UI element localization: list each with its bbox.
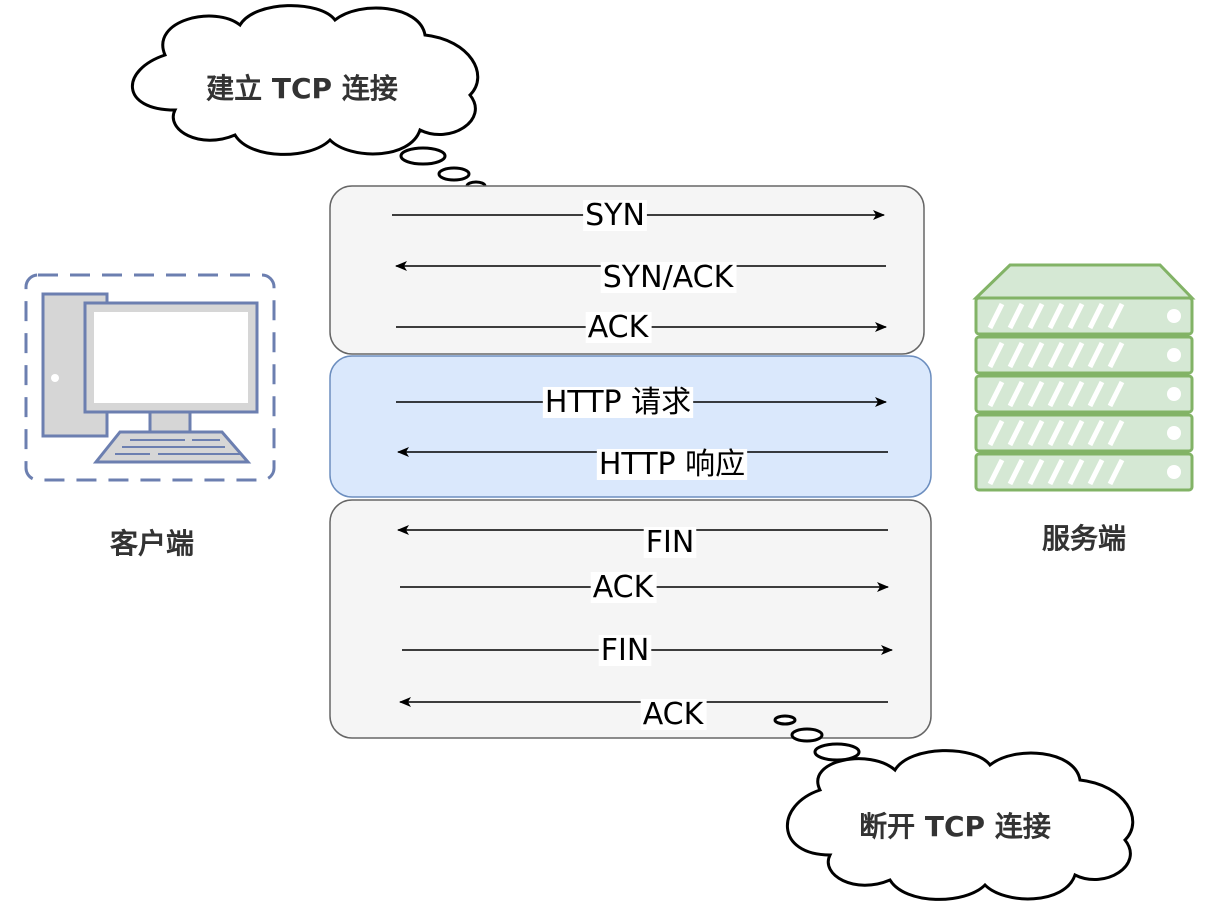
server-unit xyxy=(974,413,1194,453)
message-label: ACK xyxy=(593,570,655,605)
thought-bubble-dot xyxy=(773,714,797,726)
cloud-label-connect: 建立 TCP 连接 xyxy=(206,72,398,105)
server-led xyxy=(1167,426,1181,440)
thought-bubble-dot xyxy=(813,742,861,762)
message-label: SYN/ACK xyxy=(603,260,735,295)
message-label-background xyxy=(600,262,737,293)
message-arrows: SYN SYN/ACK ACK HTTP 请求 HTTP 响应 FIN ACK FIN ACK xyxy=(392,198,893,732)
server-rack-icon xyxy=(972,263,1196,492)
client-label: 客户端 xyxy=(110,527,194,560)
thought-cloud-bottom: 断开 TCP 连接 xyxy=(773,714,1135,901)
server-unit xyxy=(974,296,1194,336)
message-label-background xyxy=(596,449,748,480)
phase-box-teardown xyxy=(329,499,932,739)
message-label-background xyxy=(598,635,652,666)
server-led xyxy=(1167,348,1181,362)
message-label: ACK xyxy=(643,697,705,732)
server-label: 服务端 xyxy=(1042,522,1126,555)
thought-cloud-top: 建立 TCP 连接 xyxy=(131,4,487,192)
thought-bubble-dot xyxy=(437,166,471,182)
server-unit xyxy=(974,335,1194,375)
server-unit xyxy=(974,374,1194,414)
desktop-computer-icon xyxy=(24,273,276,482)
server-unit xyxy=(974,452,1194,492)
server-led xyxy=(1167,387,1181,401)
message-label: HTTP 请求 xyxy=(545,385,691,420)
thought-bubble-dot xyxy=(790,727,824,743)
message-label: HTTP 响应 xyxy=(599,447,745,482)
phase-box-http xyxy=(329,355,932,498)
message-label: FIN xyxy=(646,525,695,560)
message-label-background xyxy=(583,200,647,231)
client-dashed-frame xyxy=(24,273,276,482)
message-label-background xyxy=(590,572,657,603)
thought-bubble-dot xyxy=(399,146,447,166)
server-led xyxy=(1167,465,1181,479)
message-label-background xyxy=(640,699,707,730)
message-label-background xyxy=(643,527,697,558)
message-label-background xyxy=(585,312,652,343)
message-label: FIN xyxy=(601,633,650,668)
cloud-label-disconnect: 断开 TCP 连接 xyxy=(859,810,1051,843)
message-label-background xyxy=(542,387,694,418)
server-led xyxy=(1167,309,1181,323)
message-label: ACK xyxy=(588,310,650,345)
message-label: SYN xyxy=(585,198,645,233)
